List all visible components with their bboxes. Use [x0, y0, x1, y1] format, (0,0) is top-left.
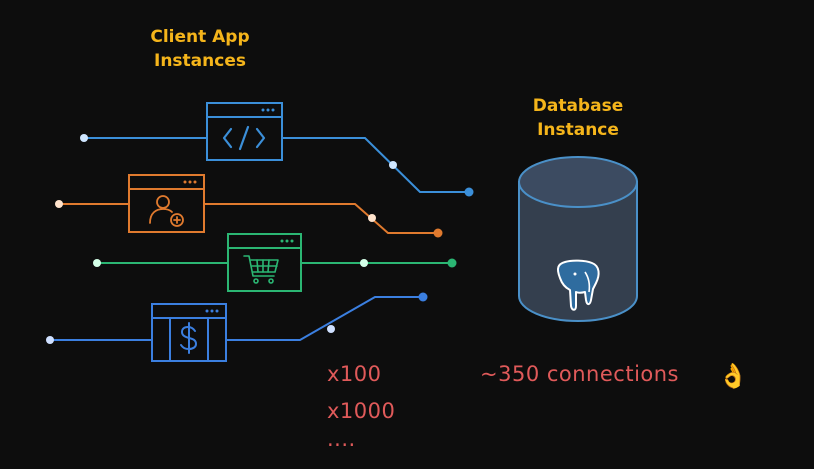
- db-title-line2: Instance: [537, 120, 619, 140]
- connection-line-user: [59, 203, 438, 234]
- connections-count-label: ~350 connections: [480, 362, 679, 386]
- ok-hand-emoji: 👌: [718, 362, 748, 390]
- client-title-line1: Client App: [150, 27, 249, 47]
- connection-line-dollar: [50, 296, 423, 341]
- connection-end-dot: [447, 258, 457, 268]
- connection-mid-dot: [360, 259, 368, 267]
- scale-label-x1000: x1000: [327, 399, 395, 423]
- connection-start-dot: [93, 259, 101, 267]
- connection-start-dot: [80, 134, 88, 142]
- connection-start-dot: [46, 336, 54, 344]
- connection-start-dot: [55, 200, 63, 208]
- client-window-user: [128, 174, 205, 233]
- db-title-line1: Database: [533, 96, 623, 116]
- connection-mid-dot: [327, 325, 335, 333]
- client-window-dollar: [151, 303, 227, 362]
- add-user-icon: [149, 195, 184, 227]
- client-window-code: [206, 102, 283, 161]
- client-window-cart: [227, 233, 302, 292]
- connection-end-dot: [418, 292, 428, 302]
- code-icon: [222, 125, 266, 151]
- scale-label-x100: x100: [327, 362, 382, 386]
- connection-end-dot: [433, 228, 443, 238]
- dollar-icon: [180, 322, 198, 354]
- scale-label-ellipsis: ....: [327, 427, 356, 451]
- client-title-line2: Instances: [154, 51, 246, 71]
- connection-mid-dot: [389, 161, 397, 169]
- connection-end-dot: [464, 187, 474, 197]
- database-cylinder: [518, 156, 638, 322]
- postgres-elephant-icon: [556, 259, 600, 311]
- shopping-cart-icon: [243, 255, 279, 284]
- connection-mid-dot: [368, 214, 376, 222]
